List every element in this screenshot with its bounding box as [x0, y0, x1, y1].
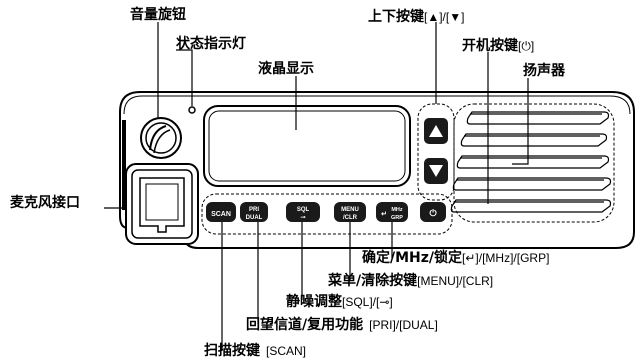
svg-text:⏻: ⏻	[429, 208, 437, 218]
scan-key: SCAN	[206, 202, 236, 222]
mic-jack	[125, 163, 199, 245]
svg-text:/CLR: /CLR	[343, 215, 358, 221]
svg-text:⊸: ⊸	[300, 215, 305, 221]
svg-text:↵: ↵	[381, 211, 387, 218]
label-mic-jack: 麦克风接口	[10, 195, 80, 211]
volume-knob	[140, 117, 182, 159]
leader-lines	[104, 22, 529, 350]
leader-speaker	[512, 78, 529, 165]
label-status-led: 状态指示灯	[176, 36, 246, 52]
label-volume-knob: 音量旋钮	[130, 7, 186, 23]
scan-key-text: SCAN	[211, 211, 231, 218]
status-led	[188, 106, 196, 114]
lcd-display	[203, 105, 411, 187]
leader-led	[176, 49, 193, 106]
svg-text:PRI: PRI	[249, 207, 259, 213]
label-enter-mhz-lock: 确定/MHz/锁定[↵]/[MHz]/[GRP]	[362, 250, 550, 266]
label-power-key: 开机按键[⏻]	[462, 38, 535, 54]
svg-text:GRP: GRP	[391, 215, 403, 221]
svg-text:MHz: MHz	[391, 207, 403, 213]
label-scan: 扫描按键[SCAN]	[204, 343, 307, 359]
svg-text:SQL: SQL	[297, 207, 310, 213]
svg-text:MENU: MENU	[341, 207, 359, 213]
up-key	[424, 118, 448, 144]
label-speaker: 扬声器	[523, 63, 565, 79]
label-updown-keys: 上下按键[▲]/[▼]	[368, 9, 465, 25]
label-lcd-display: 液晶显示	[258, 61, 314, 77]
sql-key: SQL ⊸	[286, 202, 320, 222]
power-key: ⏻	[420, 202, 446, 222]
menu-clr-key: MENU /CLR	[334, 202, 366, 222]
label-priority-dual: 回望信道/复用功能[PRI]/[DUAL]	[246, 317, 438, 333]
mhz-grp-key: ↵ MHz GRP	[376, 202, 408, 222]
label-squelch: 静噪调整[SQL]/[⊸]	[286, 294, 393, 310]
pri-dual-key: PRI DUAL	[240, 202, 268, 222]
speaker-grille	[450, 111, 612, 213]
label-menu-clear: 菜单/清除按键[MENU]/[CLR]	[328, 273, 494, 289]
svg-text:DUAL: DUAL	[246, 215, 263, 221]
down-key	[424, 158, 448, 184]
